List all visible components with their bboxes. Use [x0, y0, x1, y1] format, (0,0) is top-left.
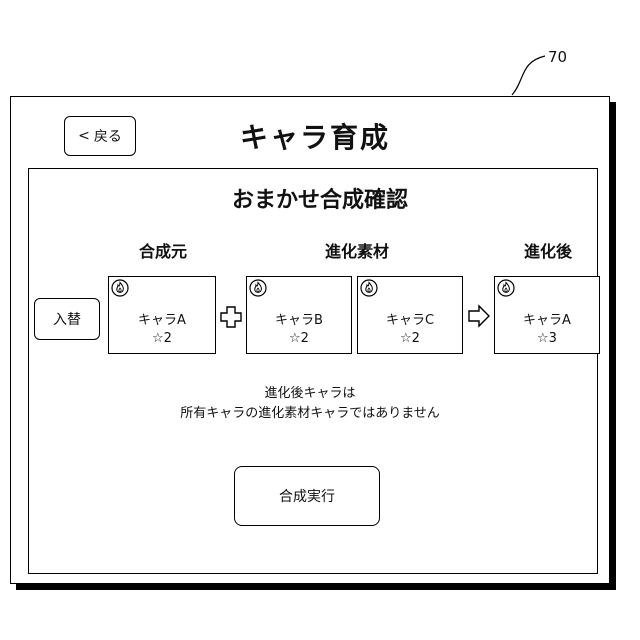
card-material-2[interactable]: キャラC ☆2 — [357, 276, 463, 354]
swap-button[interactable]: 入替 — [34, 298, 100, 340]
info-line-1: 進化後キャラは — [130, 384, 490, 404]
info-line-2: 所有キャラの進化素材キャラではありません — [130, 404, 490, 424]
panel-title: おまかせ合成確認 — [180, 182, 460, 214]
card-name: キャラC — [358, 309, 462, 328]
plus-icon — [219, 305, 243, 329]
fire-icon — [249, 279, 267, 297]
section-label-base: 合成元 — [110, 238, 216, 262]
card-material-1[interactable]: キャラB ☆2 — [246, 276, 352, 354]
card-base[interactable]: キャラA ☆2 — [108, 276, 216, 354]
chevron-left-icon: < — [78, 128, 90, 144]
card-rarity: ☆2 — [247, 331, 351, 346]
card-name: キャラB — [247, 309, 351, 328]
section-label-result: 進化後 — [496, 238, 600, 262]
execute-synthesis-button[interactable]: 合成実行 — [234, 466, 380, 526]
ref-70: 70 — [548, 48, 567, 66]
fire-icon — [111, 279, 129, 297]
back-button[interactable]: < 戻る — [64, 116, 136, 156]
info-message: 進化後キャラは 所有キャラの進化素材キャラではありません — [130, 384, 490, 424]
card-rarity: ☆2 — [109, 331, 215, 346]
back-button-label: 戻る — [94, 126, 122, 146]
page-title: キャラ育成 — [200, 116, 430, 156]
card-name: キャラA — [109, 309, 215, 328]
card-rarity: ☆3 — [495, 331, 599, 346]
section-label-materials: 進化素材 — [250, 238, 464, 262]
fire-icon — [497, 279, 515, 297]
card-result[interactable]: キャラA ☆3 — [494, 276, 600, 354]
card-rarity: ☆2 — [358, 331, 462, 346]
card-name: キャラA — [495, 309, 599, 328]
arrow-right-icon — [467, 304, 491, 328]
fire-icon — [360, 279, 378, 297]
leader-70 — [512, 56, 545, 95]
